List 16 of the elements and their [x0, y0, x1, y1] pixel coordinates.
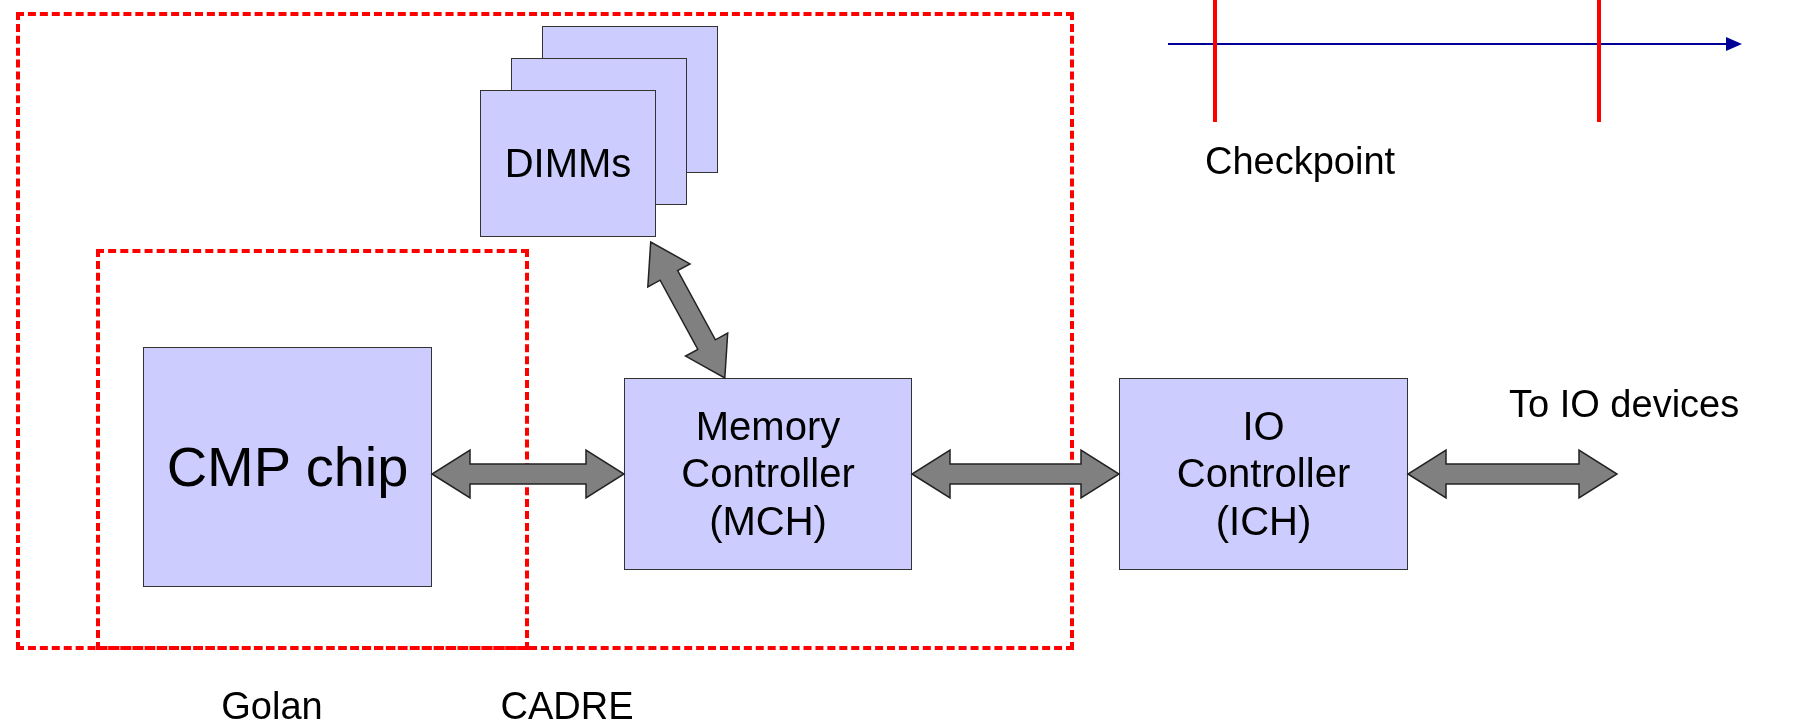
- component-box: [1119, 378, 1408, 570]
- double-block-arrow: [647, 240, 729, 380]
- region-label: Golan: [221, 684, 323, 728]
- double-block-arrow: [1406, 448, 1619, 500]
- component-box: [143, 347, 432, 587]
- component-label: DIMMs: [503, 139, 633, 187]
- component-box: [624, 378, 912, 570]
- edge-label: To IO devices: [1509, 383, 1740, 426]
- double-block-arrow: [430, 448, 626, 500]
- component-box: [480, 90, 656, 237]
- timeline-label: Checkpoint: [1205, 140, 1396, 183]
- region-label: CADRE: [500, 684, 634, 728]
- component-label: CMP chip: [165, 433, 410, 500]
- double-block-arrow: [910, 448, 1121, 500]
- component-label: IO Controller (ICH): [1175, 403, 1352, 545]
- component-label: Memory Controller (MCH): [680, 403, 856, 545]
